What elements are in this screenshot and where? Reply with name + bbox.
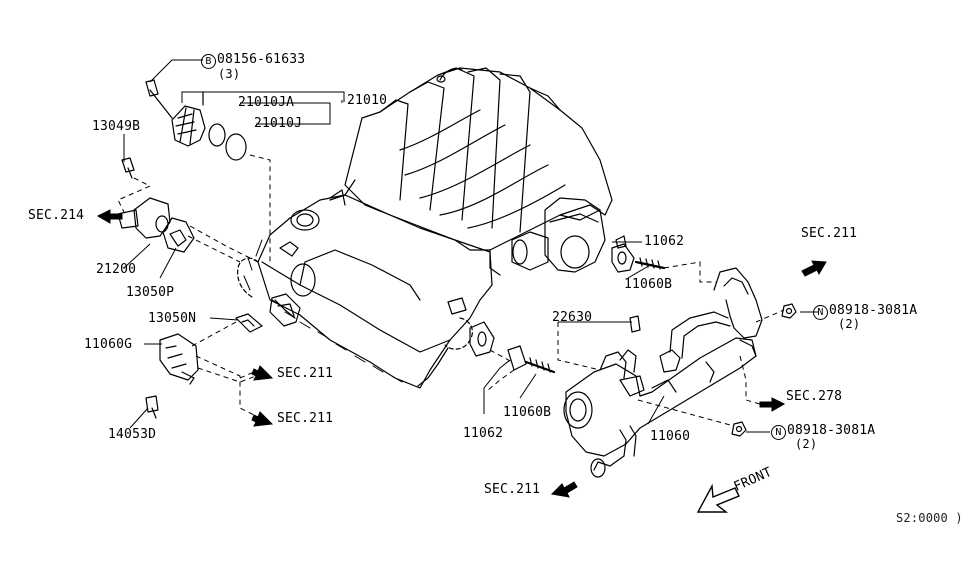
part-11062-top: 11062	[644, 234, 685, 249]
section-sec211-mid-a: SEC.211	[277, 366, 334, 381]
section-sec211-mid-b: SEC.211	[277, 411, 334, 426]
drawing-reference: S2:0000 )	[896, 511, 963, 525]
section-arrows	[96, 209, 827, 513]
arrow-sec211-mid-a	[251, 365, 274, 381]
bolt-part-number: 08156-61633	[217, 52, 306, 67]
part-11060b-bottom: 11060B	[503, 405, 552, 420]
arrow-sec278	[759, 397, 786, 412]
nut-letter-icon: N	[771, 425, 786, 440]
water-outlet-21010	[145, 79, 247, 161]
part-21010j: 21010J	[254, 116, 303, 131]
part-13050n: 13050N	[148, 311, 197, 326]
arrow-sec214	[96, 209, 123, 224]
water-pipe-11060	[563, 267, 763, 478]
part-21010: 21010	[347, 93, 388, 108]
leader-lines	[123, 59, 818, 433]
part-22630: 22630	[552, 310, 593, 325]
arrow-sec211-mid-b	[251, 411, 274, 427]
reference-lines	[117, 154, 785, 427]
cylinder-head	[237, 189, 493, 389]
part-14053d: 14053D	[108, 427, 157, 442]
arrow-sec211-right	[801, 260, 827, 277]
section-sec214: SEC.214	[28, 208, 85, 223]
nut-part-number-top: 08918-3081A	[829, 303, 918, 318]
part-13050p: 13050P	[126, 285, 175, 300]
section-sec211-right: SEC.211	[801, 226, 858, 241]
part-11062-bottom: 11062	[463, 426, 504, 441]
nut-qty-bottom: (2)	[795, 437, 818, 451]
nut-qty-top: (2)	[838, 317, 861, 331]
gasket-11062-bottom	[469, 315, 641, 374]
part-11060: 11060	[650, 429, 691, 444]
nut-letter-icon: N	[813, 305, 828, 320]
thermostat-housing-21200	[117, 157, 195, 253]
part-11060b-top: 11060B	[624, 277, 673, 292]
section-sec278: SEC.278	[786, 389, 843, 404]
section-sec211-bottom: SEC.211	[484, 482, 541, 497]
bolt-letter-icon: B	[201, 54, 216, 69]
bolt-qty: (3)	[218, 67, 241, 81]
arrow-sec211-bottom	[550, 481, 578, 498]
nut-part-number-bottom: 08918-3081A	[787, 423, 876, 438]
lower-left-parts	[145, 293, 301, 419]
part-21200: 21200	[96, 262, 137, 277]
part-21010ja: 21010JA	[238, 95, 295, 110]
front-arrow-icon	[696, 483, 740, 513]
part-13049b: 13049B	[92, 119, 141, 134]
nut-top	[781, 303, 797, 319]
nut-bottom	[731, 421, 747, 437]
part-11060g: 11060G	[84, 337, 133, 352]
